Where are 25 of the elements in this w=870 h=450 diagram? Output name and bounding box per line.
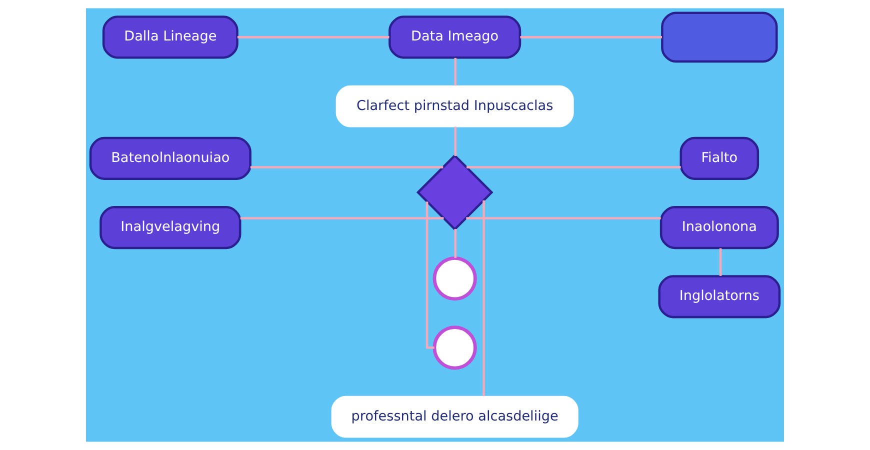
connector — [520, 36, 662, 38]
node-box: Inglolatorns — [658, 275, 781, 318]
node-box: Inalgvelagving — [100, 206, 242, 250]
connector — [454, 228, 457, 258]
connector — [240, 217, 444, 220]
connector — [426, 202, 434, 349]
node-box: professntal delero alcasdeliige — [331, 396, 578, 438]
node-diamond — [416, 154, 494, 231]
node-box: Batenolnlaonuiao — [89, 136, 252, 180]
node-circle — [432, 256, 477, 301]
node-box: Dalla Lineage — [102, 16, 238, 59]
node-box: Fialto — [680, 136, 760, 180]
connector — [237, 36, 390, 38]
connector — [454, 58, 457, 86]
node-circle — [432, 326, 477, 370]
node-box: Clarfect pirnstad Inpuscaclas — [336, 85, 574, 128]
connector — [466, 217, 661, 220]
connector — [250, 166, 444, 168]
connector — [454, 126, 457, 156]
node-box — [661, 12, 778, 63]
connector — [482, 200, 485, 396]
connector — [466, 166, 681, 168]
node-box: Data Imeago — [388, 16, 522, 59]
connector — [719, 248, 722, 276]
node-box: Inaolonona — [660, 206, 779, 250]
